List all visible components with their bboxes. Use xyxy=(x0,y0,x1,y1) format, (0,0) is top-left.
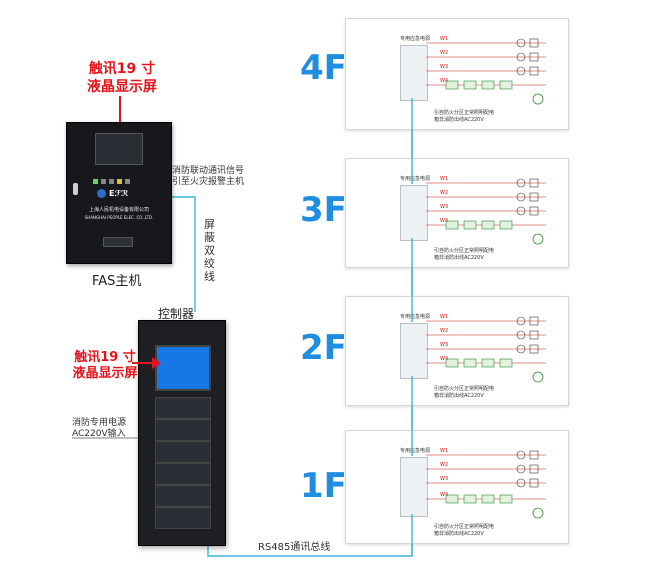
shielded-cable-label: 屏蔽双绞线 xyxy=(204,218,215,283)
circuit-w1: W1 xyxy=(440,448,449,454)
panel-note: 引自防火分区正常照明配电 箱非消防出线AC220V xyxy=(434,110,495,123)
circuit-lines xyxy=(426,38,546,105)
circuit-lines xyxy=(426,316,546,383)
emergency-power-box xyxy=(400,45,428,101)
circuit-w4: W4 xyxy=(440,492,449,498)
box-title: 专用应急电源 xyxy=(400,36,431,42)
power-note: 消防专用电源 AC220V输入 xyxy=(72,418,127,439)
controller-caption: 控制器 xyxy=(158,307,195,321)
circuit-w1: W1 xyxy=(440,36,449,42)
fas-display-label: 触讯19 寸 液晶显示屏 xyxy=(87,61,157,95)
circuit-w4: W4 xyxy=(440,356,449,362)
circuit-lines xyxy=(426,178,546,245)
fas-screen xyxy=(95,133,143,165)
circuit-w3: W3 xyxy=(440,204,449,210)
box-title: 专用应急电源 xyxy=(400,176,431,182)
floor-label-4f: 4F xyxy=(300,48,347,88)
drawer-6 xyxy=(155,507,211,529)
indicator-lights xyxy=(93,169,145,184)
drawer-5 xyxy=(155,485,211,507)
circuit-w3: W3 xyxy=(440,342,449,348)
circuit-w2: W2 xyxy=(440,462,449,468)
fas-brand-logo: Eℱℛ xyxy=(97,189,128,198)
drawer-4 xyxy=(155,463,211,485)
emergency-power-box xyxy=(400,185,428,241)
printer-slot xyxy=(103,237,133,247)
floor-panel-3f: 专用应急电源 W1 W2 W3 W4 引自防火分区正常照明配电 箱非消防出线AC… xyxy=(345,158,569,268)
arrow-right-icon xyxy=(132,357,161,369)
floor-panel-1f: 专用应急电源 W1 W2 W3 W4 引自防火分区正常照明配电 箱非消防出线AC… xyxy=(345,430,569,544)
circuit-w1: W1 xyxy=(440,176,449,182)
floor-panel-2f: 专用应急电源 W1 W2 W3 W4 引自防火分区正常照明配电 箱非消防出线AC… xyxy=(345,296,569,406)
drawer-1 xyxy=(155,397,211,419)
signal-note: 消防联动通讯信号 引至火灾报警主机 xyxy=(172,166,245,187)
box-title: 专用应急电源 xyxy=(400,314,431,320)
controller-display-label: 触讯19 寸 液晶显示屏 xyxy=(72,350,138,381)
circuit-w2: W2 xyxy=(440,190,449,196)
shielded-cable-line xyxy=(170,196,196,312)
circuit-w3: W3 xyxy=(440,476,449,482)
box-title: 专用应急电源 xyxy=(400,448,431,454)
fas-company-name: 上海人民机电设备有限公司 SHANGHAI PEOPLE ELEC. CO.,L… xyxy=(84,207,154,220)
circuit-lines xyxy=(426,450,546,519)
floor-label-1f: 1F xyxy=(300,466,347,506)
circuit-w4: W4 xyxy=(440,78,449,84)
circuit-w3: W3 xyxy=(440,64,449,70)
floor-label-2f: 2F xyxy=(300,328,347,368)
floor-label-3f: 3F xyxy=(300,190,347,230)
controller-screen xyxy=(155,345,211,391)
circuit-w2: W2 xyxy=(440,50,449,56)
panel-note: 引自防火分区正常照明配电 箱非消防出线AC220V xyxy=(434,524,495,537)
emergency-power-box xyxy=(400,323,428,379)
circuit-w4: W4 xyxy=(440,218,449,224)
rs485-label: RS485通讯总线 xyxy=(258,542,331,553)
circuit-w2: W2 xyxy=(440,328,449,334)
fas-host-unit: Eℱℛ 上海人民机电设备有限公司 SHANGHAI PEOPLE ELEC. C… xyxy=(66,122,172,264)
floor-panel-4f: 专用应急电源 W1 W2 W3 W4 引自防火分区正常照明配电 箱非消防出线AC… xyxy=(345,18,569,130)
panel-note: 引自防火分区正常照明配电 箱非消防出线AC220V xyxy=(434,248,495,261)
drawer-3 xyxy=(155,441,211,463)
circuit-w1: W1 xyxy=(440,314,449,320)
key-lock-icon xyxy=(73,183,78,195)
emergency-power-box xyxy=(400,457,428,517)
fas-caption: FAS主机 xyxy=(92,274,142,289)
drawer-2 xyxy=(155,419,211,441)
panel-note: 引自防火分区正常照明配电 箱非消防出线AC220V xyxy=(434,386,495,399)
